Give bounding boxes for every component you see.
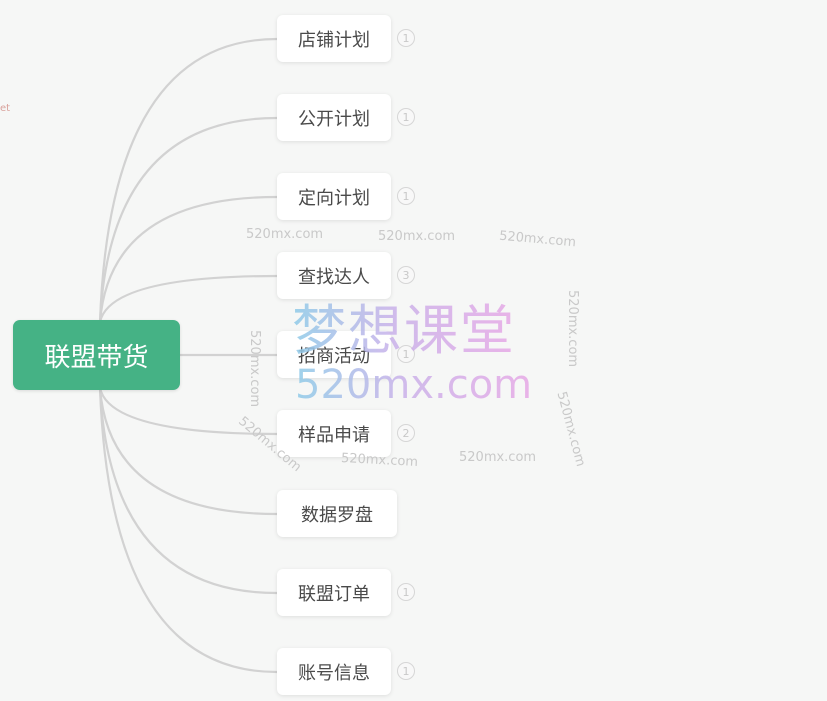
count-badge[interactable]: 1 bbox=[397, 662, 415, 680]
topic-node[interactable]: 样品申请 bbox=[277, 410, 391, 457]
count-badge[interactable]: 1 bbox=[397, 345, 415, 363]
watermark-text: 520mx.com bbox=[246, 227, 324, 242]
topic-node[interactable]: 店铺计划 bbox=[277, 15, 391, 62]
count-badge[interactable]: 1 bbox=[397, 187, 415, 205]
watermark-text: 520mx.com bbox=[247, 330, 262, 408]
link-3 bbox=[98, 274, 278, 323]
link-1 bbox=[98, 116, 278, 323]
topic-node[interactable]: 招商活动 bbox=[277, 331, 391, 378]
watermark-url: 520mx.com bbox=[295, 362, 533, 408]
count-badge[interactable]: 2 bbox=[397, 424, 415, 442]
watermark-text: 520mx.com bbox=[378, 229, 456, 244]
watermark-title: 梦想课堂 bbox=[292, 286, 516, 365]
topic-node[interactable]: 定向计划 bbox=[277, 173, 391, 220]
offscreen-text-fragment: et bbox=[0, 103, 11, 114]
topic-node[interactable]: 数据罗盘 bbox=[277, 490, 397, 537]
topic-node[interactable]: 联盟订单 bbox=[277, 569, 391, 616]
watermark-text: 520mx.com bbox=[565, 290, 580, 368]
link-7 bbox=[98, 387, 278, 595]
root-topic[interactable]: 联盟带货 bbox=[13, 320, 180, 390]
link-5 bbox=[98, 387, 278, 436]
link-2 bbox=[98, 195, 278, 323]
link-8 bbox=[98, 387, 278, 674]
link-0 bbox=[98, 37, 278, 323]
link-6 bbox=[98, 387, 278, 516]
count-badge[interactable]: 1 bbox=[397, 583, 415, 601]
topic-node[interactable]: 查找达人 bbox=[277, 252, 391, 299]
count-badge[interactable]: 1 bbox=[397, 108, 415, 126]
topic-node[interactable]: 账号信息 bbox=[277, 648, 391, 695]
count-badge[interactable]: 1 bbox=[397, 29, 415, 47]
topic-node[interactable]: 公开计划 bbox=[277, 94, 391, 141]
watermark-text: 520mx.com bbox=[459, 450, 537, 465]
count-badge[interactable]: 3 bbox=[397, 266, 415, 284]
